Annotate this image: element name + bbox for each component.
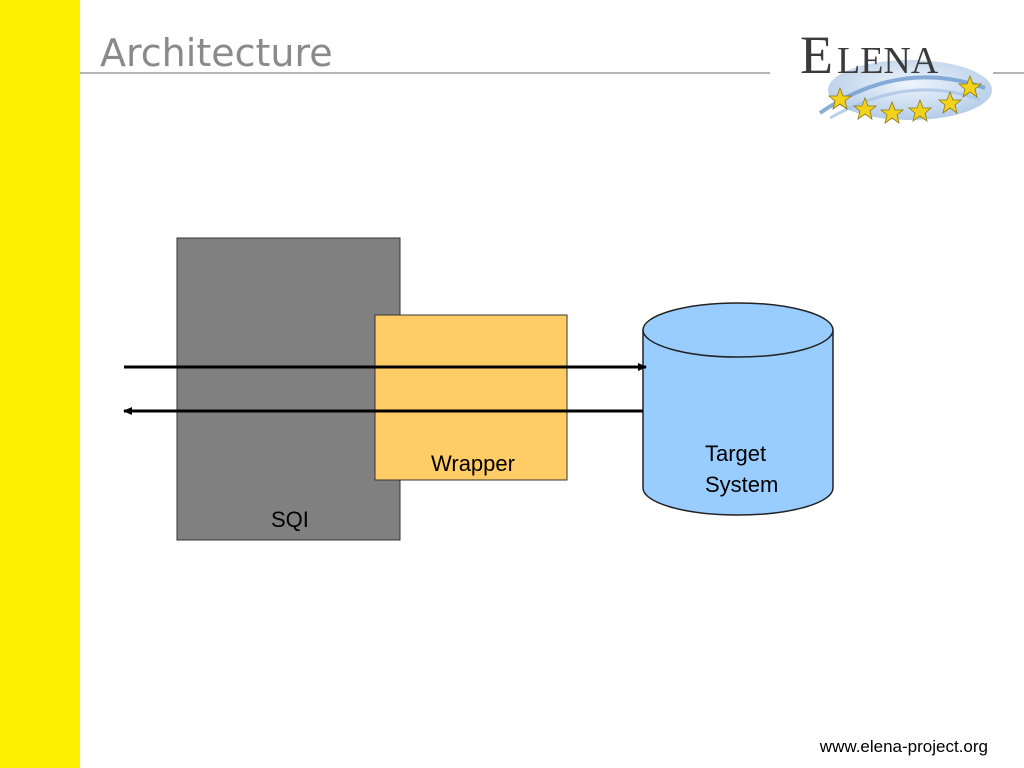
wrapper-label: Wrapper <box>431 451 515 476</box>
slide-title: Architecture <box>100 31 333 75</box>
target-label-line1: Target <box>705 441 767 466</box>
title-underline-right <box>993 72 1024 74</box>
title-underline <box>80 72 770 74</box>
elena-logo: E LENA <box>800 25 992 124</box>
star-icon <box>879 100 905 124</box>
star-icon <box>852 96 878 120</box>
target-system-cylinder <box>642 302 834 516</box>
wrapper-box <box>374 314 568 481</box>
sqi-box <box>176 237 401 541</box>
star-icon <box>957 74 983 98</box>
sidebar-accent-bar <box>0 0 80 768</box>
sqi-label: SQI <box>271 507 309 532</box>
star-icon <box>827 86 853 110</box>
star-icon <box>907 98 933 122</box>
logo-text: LENA <box>837 40 939 82</box>
target-label-line2: System <box>705 472 779 497</box>
star-icon <box>937 90 963 114</box>
footer-url: www.elena-project.org <box>819 737 988 756</box>
logo-initial: E <box>800 25 833 85</box>
